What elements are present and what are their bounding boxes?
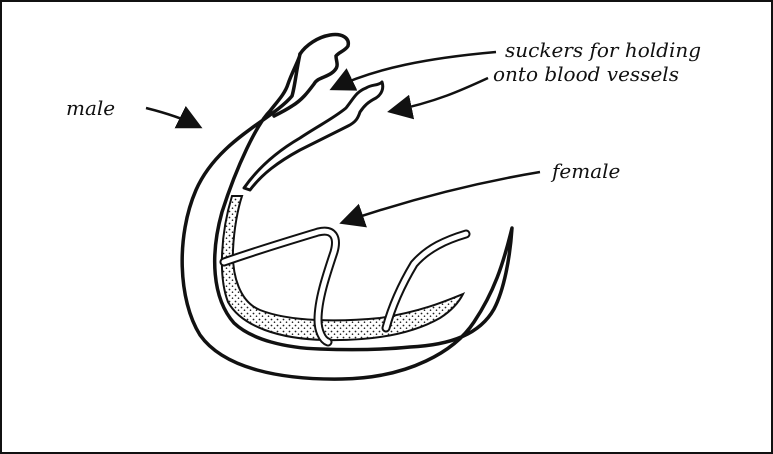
lower-sucker-arm bbox=[244, 82, 383, 190]
arrow-female bbox=[344, 172, 540, 222]
suckers-label-line-2: onto blood vessels bbox=[493, 62, 679, 86]
suckers-label-line-1: suckers for holding bbox=[505, 38, 701, 62]
gynecophoric-canal bbox=[222, 196, 463, 340]
female-label: female bbox=[552, 159, 620, 183]
arrow-sucker-lower bbox=[392, 78, 488, 111]
arrow-sucker-upper bbox=[334, 52, 496, 88]
male-label: male bbox=[66, 96, 115, 120]
arrow-male bbox=[146, 108, 198, 126]
